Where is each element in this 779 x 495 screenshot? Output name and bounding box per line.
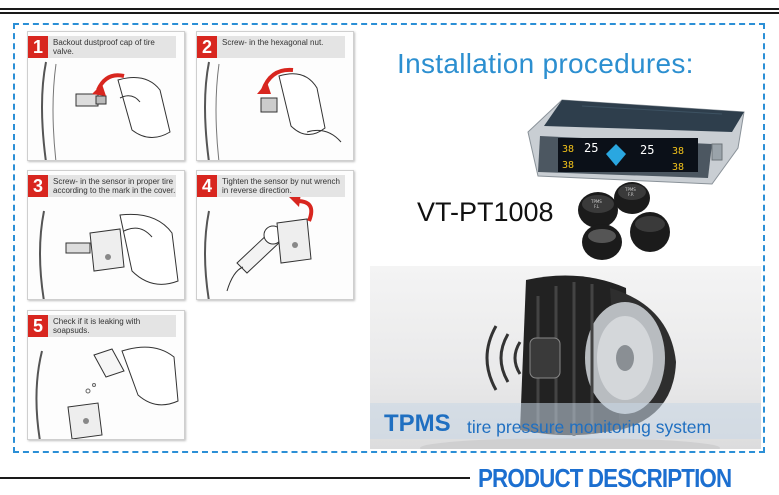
- tpms-caption-strip: [370, 403, 761, 439]
- tpms-description: tire pressure monitoring system: [467, 417, 712, 437]
- product-model: VT-PT1008: [417, 197, 554, 227]
- sensor-label-3: TPMS: [624, 187, 636, 192]
- step-4-panel: 4 Tighten the sensor by nut wrench in re…: [196, 170, 354, 300]
- display-reading-4: 25: [640, 143, 654, 157]
- sensor-label-1: TPMS: [590, 199, 602, 204]
- sensor-label-2: F.L: [594, 204, 600, 209]
- step-1-number: 1: [28, 36, 48, 58]
- footer-divider: [0, 477, 470, 479]
- step-3-panel: 3 Screw- in the sensor in proper tire ac…: [27, 170, 185, 300]
- tire-promo-panel: TPMS tire pressure monitoring system: [370, 266, 761, 449]
- step-2-caption: Screw- in the hexagonal nut.: [222, 38, 324, 47]
- display-reading-6: 38: [672, 162, 684, 173]
- step-2-number: 2: [197, 36, 217, 58]
- step-4-number: 4: [197, 175, 217, 197]
- step-4-illustration: [204, 193, 314, 299]
- step-5-header: 5 Check if it is leaking with soapsuds.: [28, 315, 176, 337]
- step-2-illustration: [204, 61, 342, 160]
- display-reading-1: 38: [562, 144, 574, 155]
- display-reading-5: 38: [672, 146, 684, 157]
- step-1-header: 1 Backout dustproof cap of tire valve.: [28, 36, 176, 58]
- top-divider: [0, 8, 779, 10]
- installation-title: Installation procedures:: [397, 48, 694, 79]
- tpms-sensors: TPMS F.L TPMS F.R: [578, 182, 670, 260]
- step-2-panel: 2 Screw- in the hexagonal nut.: [196, 31, 354, 161]
- step-3-number: 3: [28, 175, 48, 197]
- step-3-header: 3 Screw- in the sensor in proper tire ac…: [28, 175, 176, 197]
- step-1-caption: Backout dustproof cap of tire valve.: [53, 38, 155, 56]
- step-2-header: 2 Screw- in the hexagonal nut.: [197, 36, 345, 58]
- product-description-heading: PRODUCT DESCRIPTION: [478, 463, 732, 493]
- step-5-illustration: [35, 346, 179, 439]
- step-1-illustration: [41, 61, 171, 160]
- display-reading-2: 25: [584, 141, 598, 155]
- step-1-panel: 1 Backout dustproof cap of tire valve.: [27, 31, 185, 161]
- step-4-header: 4 Tighten the sensor by nut wrench in re…: [197, 175, 345, 197]
- step-5-caption: Check if it is leaking with soapsuds.: [53, 317, 141, 335]
- tpms-acronym: TPMS: [384, 410, 451, 437]
- step-4-caption: Tighten the sensor by nut wrench in reve…: [222, 177, 340, 195]
- tire-illustration: [420, 275, 720, 449]
- step-3-illustration: [39, 210, 179, 299]
- display-reading-3: 38: [562, 160, 574, 171]
- content-frame: [13, 23, 765, 453]
- step-3-caption: Screw- in the sensor in proper tire acco…: [53, 177, 176, 195]
- step-5-panel: 5 Check if it is leaking with soapsuds.: [27, 310, 185, 440]
- sensor-label-4: F.R: [628, 192, 634, 197]
- top-divider-secondary: [0, 12, 779, 14]
- tpms-display-unit: 38 25 38 25 38 38: [527, 99, 745, 185]
- step-5-number: 5: [28, 315, 48, 337]
